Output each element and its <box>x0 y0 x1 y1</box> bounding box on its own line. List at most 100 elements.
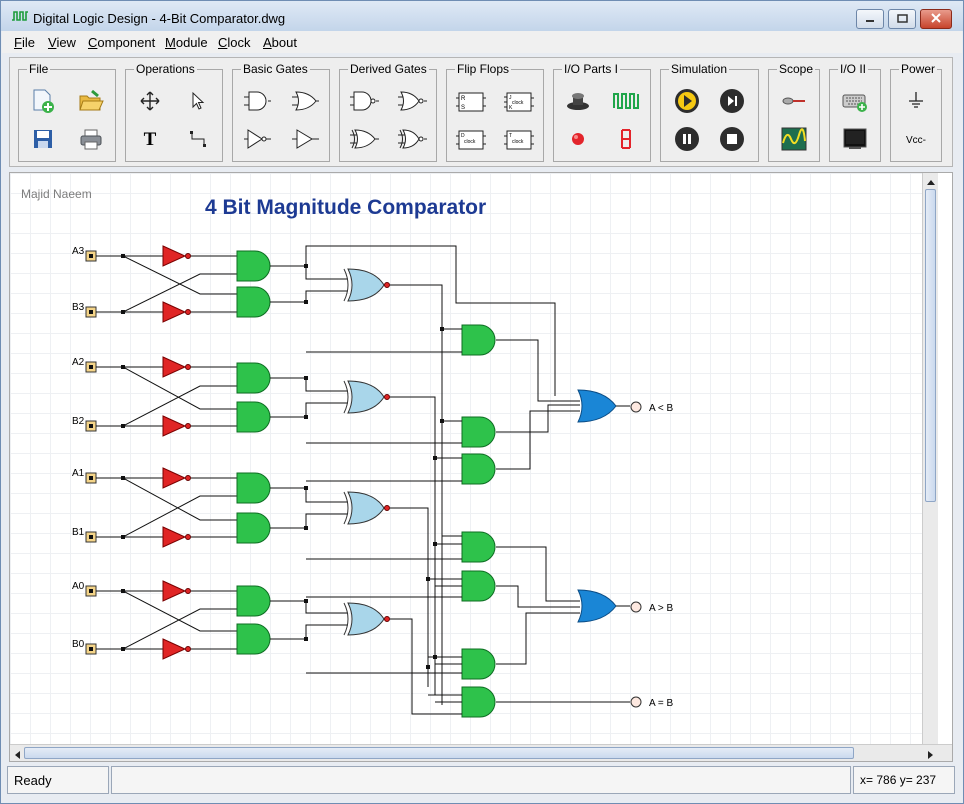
junction-dot <box>304 599 308 603</box>
vertical-scrollbar[interactable] <box>922 173 938 745</box>
move-icon <box>140 91 160 114</box>
horizontal-scrollbar[interactable] <box>10 744 953 761</box>
oscilloscope-icon <box>781 127 807 154</box>
group-io-parts-1: I/O Parts I <box>553 69 651 162</box>
xnor-gate-tool[interactable] <box>395 124 429 156</box>
oscilloscope-tool[interactable] <box>777 124 811 156</box>
move-tool-button[interactable] <box>133 86 167 118</box>
probe-tool[interactable] <box>777 86 811 118</box>
nor-gate-tool[interactable] <box>395 86 429 118</box>
jk-flipflop-tool[interactable]: J clock K <box>502 86 536 118</box>
close-button[interactable] <box>920 9 952 29</box>
vcc-label: Vcc <box>906 135 923 146</box>
text-tool-button[interactable]: T <box>133 124 167 156</box>
keyboard-tool[interactable] <box>838 86 872 118</box>
buffer-gate-tool[interactable] <box>288 124 322 156</box>
input-pin-center <box>89 647 93 651</box>
wire-tool-button[interactable] <box>181 124 215 156</box>
not-gate <box>163 357 185 377</box>
wire <box>123 367 237 409</box>
maximize-button[interactable] <box>888 9 916 29</box>
push-button-tool[interactable] <box>561 86 595 118</box>
title-bar: Digital Logic Design - 4-Bit Comparator.… <box>1 1 963 31</box>
pause-simulation-button[interactable] <box>670 124 704 156</box>
vertical-scroll-thumb[interactable] <box>925 189 936 502</box>
ground-tool[interactable] <box>899 86 933 118</box>
inverter-bubble <box>385 617 390 622</box>
not-gate-tool[interactable] <box>240 124 274 156</box>
scroll-up-icon[interactable] <box>926 175 936 189</box>
output-label: A > B <box>649 603 674 614</box>
rs-flipflop-tool[interactable]: R S <box>454 86 488 118</box>
group-label: I/O Parts I <box>562 62 620 76</box>
or-gate-tool[interactable] <box>288 86 322 118</box>
print-button[interactable] <box>74 124 108 156</box>
stop-simulation-button[interactable] <box>715 124 749 156</box>
scroll-left-icon[interactable] <box>13 749 21 762</box>
and-gate <box>462 454 495 484</box>
group-label: Power <box>899 62 937 76</box>
menu-view[interactable]: View <box>48 35 76 50</box>
clock-source-tool[interactable] <box>609 86 643 118</box>
xnor-gate <box>348 269 384 301</box>
new-file-button[interactable] <box>26 86 60 118</box>
pause-icon <box>674 126 700 155</box>
and-gate <box>237 624 270 654</box>
horizontal-scroll-thumb[interactable] <box>24 747 854 759</box>
terminal-tool[interactable] <box>838 124 872 156</box>
and-gate <box>237 251 270 281</box>
seven-segment-tool[interactable] <box>609 124 643 156</box>
save-button[interactable] <box>26 124 60 156</box>
or-gate <box>578 590 616 622</box>
group-label: Basic Gates <box>241 62 310 76</box>
and-gate <box>462 649 495 679</box>
vcc-tool[interactable]: Vcc- <box>899 124 933 156</box>
inverter-bubble <box>186 647 191 652</box>
wire <box>270 403 348 417</box>
step-simulation-button[interactable] <box>715 86 749 118</box>
buffer-gate-icon <box>291 128 319 153</box>
input-pin-center <box>89 254 93 258</box>
circuit-diagram[interactable]: A3B3A2B2A1B1A0B0A < BA > BA = B <box>10 173 938 745</box>
group-label: File <box>27 62 50 76</box>
input-label: A1 <box>72 468 85 479</box>
scroll-right-icon[interactable] <box>927 749 935 762</box>
output-label: A < B <box>649 403 674 414</box>
and-gate <box>462 687 495 717</box>
drawing-canvas-area[interactable]: Majid Naeem 4 Bit Magnitude Comparator A… <box>9 172 953 762</box>
xnor-gate-back-curve <box>344 381 348 413</box>
t-flipflop-tool[interactable]: T clock <box>502 124 536 156</box>
select-tool-button[interactable] <box>181 86 215 118</box>
d-flipflop-tool[interactable]: D clock <box>454 124 488 156</box>
wire <box>496 547 580 601</box>
not-gate <box>163 639 185 659</box>
run-simulation-button[interactable] <box>670 86 704 118</box>
not-gate <box>163 302 185 322</box>
minimize-button[interactable] <box>856 9 884 29</box>
xnor-gate <box>348 603 384 635</box>
menu-bar: File View Component Module Clock About <box>2 31 962 53</box>
step-icon <box>719 88 745 117</box>
nand-gate-tool[interactable] <box>347 86 381 118</box>
menu-clock[interactable]: Clock <box>218 35 251 50</box>
close-icon <box>931 12 941 26</box>
open-file-button[interactable] <box>74 86 108 118</box>
and-gate <box>237 473 270 503</box>
wire <box>496 411 580 469</box>
xor-gate-tool[interactable] <box>347 124 381 156</box>
menu-module[interactable]: Module <box>165 35 208 50</box>
d-flipflop-icon: D clock <box>456 129 486 151</box>
schematic-canvas[interactable]: Majid Naeem 4 Bit Magnitude Comparator A… <box>10 173 938 745</box>
ff-pin-label: clock <box>464 139 476 145</box>
menu-about[interactable]: About <box>263 35 297 50</box>
rs-flipflop-icon: R S <box>456 91 486 113</box>
group-basic-gates: Basic Gates <box>232 69 330 162</box>
and-gate <box>462 325 495 355</box>
folder-icon <box>78 89 104 116</box>
wire <box>123 256 237 294</box>
or-gate-icon <box>291 90 319 115</box>
menu-file[interactable]: File <box>14 35 35 50</box>
led-tool[interactable] <box>561 124 595 156</box>
and-gate-tool[interactable] <box>240 86 274 118</box>
menu-component[interactable]: Component <box>88 35 155 50</box>
